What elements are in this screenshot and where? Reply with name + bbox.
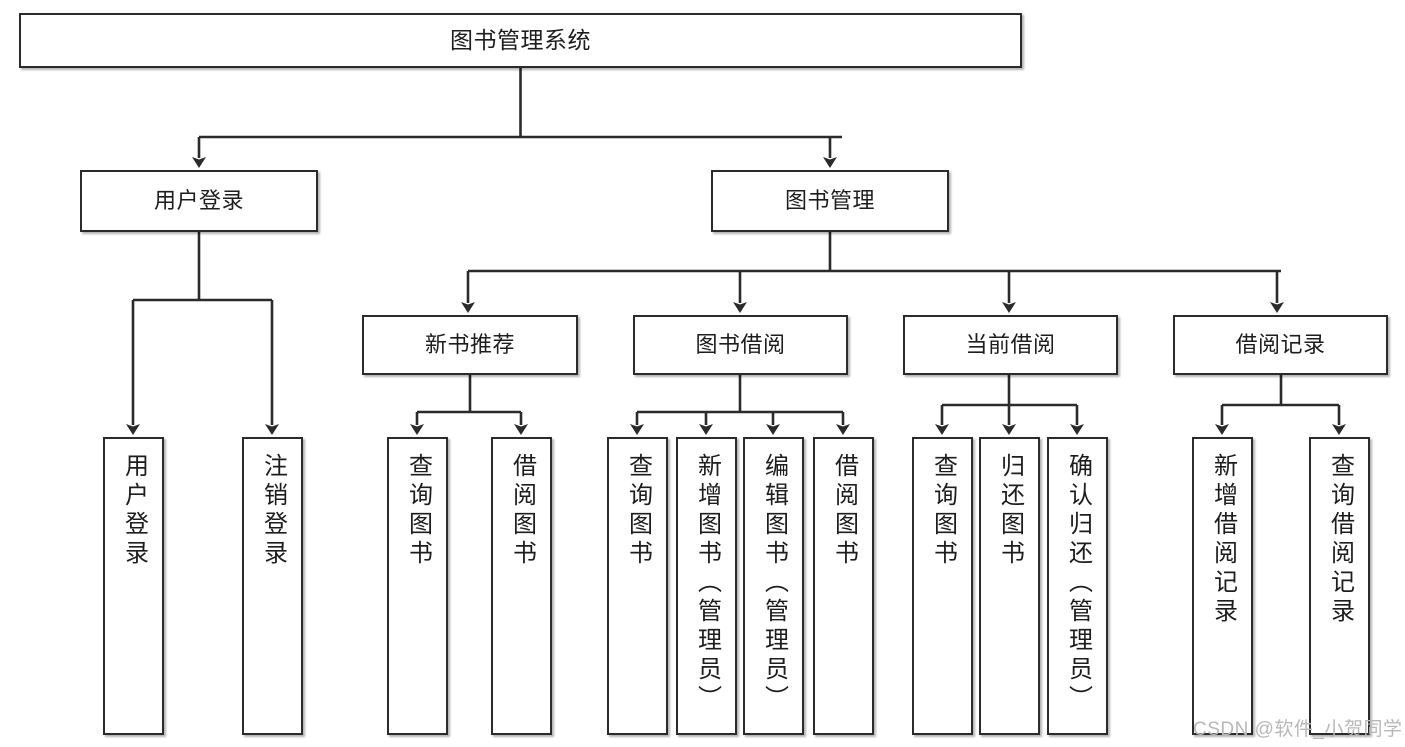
node-label: 查询图书 (404, 453, 432, 569)
node-root-book-management-system[interactable]: 图书管理系统 (19, 13, 1022, 68)
leaf-current-confirm-return-admin[interactable]: 确认归还（管理员） (1047, 437, 1108, 735)
node-label: 图书管理系统 (450, 27, 591, 54)
node-label: 用户登录 (120, 453, 148, 569)
leaf-logout[interactable]: 注销登录 (242, 437, 303, 735)
leaf-borrow-borrow-book[interactable]: 借阅图书 (813, 437, 874, 735)
node-label: 新书推荐 (424, 332, 515, 358)
leaf-user-login[interactable]: 用户登录 (103, 437, 164, 735)
node-current-borrow[interactable]: 当前借阅 (903, 315, 1118, 375)
node-book-management[interactable]: 图书管理 (711, 170, 949, 232)
leaf-current-query-book[interactable]: 查询图书 (912, 437, 973, 735)
node-label: 图书借阅 (695, 332, 786, 358)
leaf-record-query-borrow-record[interactable]: 查询借阅记录 (1309, 437, 1370, 735)
csdn-watermark: CSDN @软件_小贺同学 (1193, 719, 1403, 740)
leaf-record-add-borrow-record[interactable]: 新增借阅记录 (1192, 437, 1253, 735)
leaf-borrow-query-book[interactable]: 查询图书 (607, 437, 668, 735)
node-label: 借阅图书 (830, 453, 858, 569)
node-label: 归还图书 (996, 453, 1024, 569)
leaf-current-return-book[interactable]: 归还图书 (979, 437, 1040, 735)
node-label: 注销登录 (259, 453, 287, 569)
node-label: 查询图书 (929, 453, 957, 569)
node-label: 确认归还（管理员） (1064, 453, 1092, 714)
node-label: 图书管理 (784, 188, 875, 214)
node-label: 新增图书（管理员） (693, 453, 721, 714)
node-new-book-recommend[interactable]: 新书推荐 (362, 315, 578, 375)
node-label: 编辑图书（管理员） (760, 453, 788, 714)
node-book-borrow[interactable]: 图书借阅 (633, 315, 848, 375)
node-borrow-record[interactable]: 借阅记录 (1173, 315, 1388, 375)
node-label: 新增借阅记录 (1209, 453, 1237, 627)
node-label: 借阅记录 (1235, 332, 1326, 358)
node-label: 查询图书 (624, 453, 652, 569)
node-label: 用户登录 (153, 188, 244, 214)
leaf-recommend-query-book[interactable]: 查询图书 (387, 437, 448, 735)
node-label: 当前借阅 (965, 332, 1056, 358)
leaf-borrow-edit-book-admin[interactable]: 编辑图书（管理员） (743, 437, 804, 735)
leaf-recommend-borrow-book[interactable]: 借阅图书 (491, 437, 552, 735)
node-user-login[interactable]: 用户登录 (80, 170, 318, 232)
node-label: 查询借阅记录 (1326, 453, 1354, 627)
leaf-borrow-add-book-admin[interactable]: 新增图书（管理员） (676, 437, 737, 735)
node-label: 借阅图书 (508, 453, 536, 569)
